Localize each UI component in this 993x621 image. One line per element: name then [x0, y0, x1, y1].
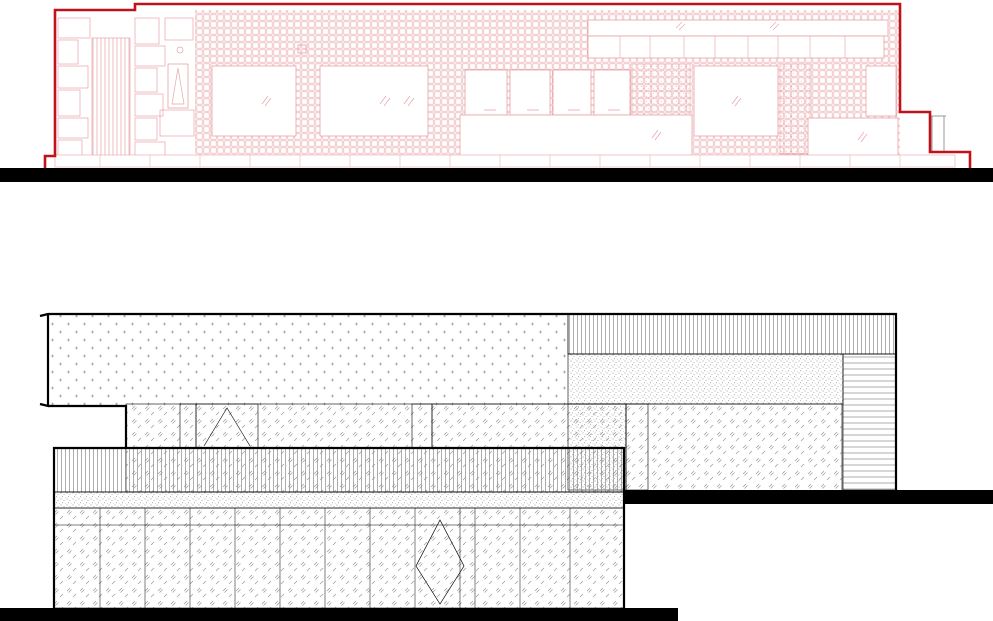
windows — [211, 65, 897, 137]
canopy-top — [587, 19, 889, 37]
front-glazing — [53, 507, 625, 609]
building-outline — [43, 2, 972, 168]
plinth — [54, 154, 956, 168]
rear-cladding — [567, 313, 897, 355]
rear-stucco — [567, 353, 844, 405]
light-fixture-icon — [176, 46, 184, 54]
ground-line — [0, 168, 993, 182]
side-window — [167, 63, 189, 109]
rear-wall-cross-hatch — [48, 314, 568, 406]
side-siding — [842, 353, 897, 491]
ground-line-rear — [624, 490, 993, 504]
glass-marks — [261, 95, 742, 111]
door-diamond-icon — [415, 519, 465, 605]
rear-outline — [39, 312, 898, 490]
vent-icon — [297, 44, 307, 54]
canopy-fascia — [587, 35, 885, 59]
ground-line-front — [0, 608, 678, 621]
glass-balustrade — [459, 114, 693, 158]
railing-icon — [930, 115, 946, 152]
elevation-lower — [0, 312, 993, 621]
front-outline — [52, 446, 626, 610]
front-stucco-band — [53, 491, 625, 509]
elevation-upper — [0, 2, 993, 182]
front-cladding — [53, 447, 625, 493]
door-panel — [91, 37, 131, 157]
